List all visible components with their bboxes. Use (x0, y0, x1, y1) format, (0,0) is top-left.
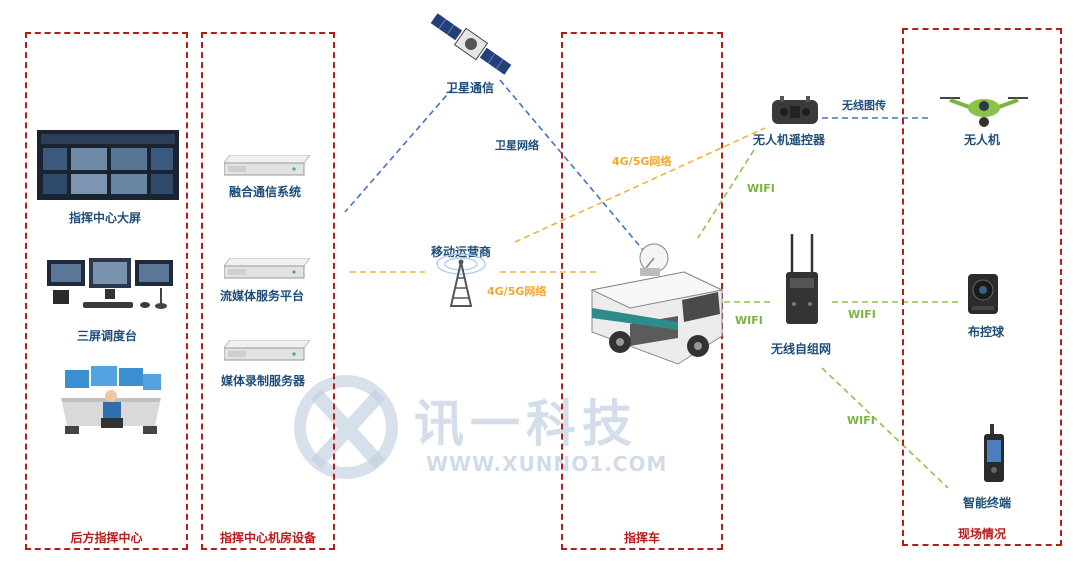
fusion-comm-server-icon (224, 155, 310, 176)
wifi-ptz-label: WIFI (848, 308, 876, 321)
ptz-camera-icon (968, 274, 998, 314)
mesh-to-terminal-wifi-link (821, 367, 949, 489)
net-4g5g-lower-label: 4G/5G网络 (487, 285, 547, 298)
zone-machine-room: 指挥中心机房设备 (201, 32, 335, 550)
net-4g5g-upper-label: 4G/5G网络 (612, 155, 672, 168)
wireless-image-label: 无线图传 (842, 99, 886, 112)
media-record-server-icon (224, 340, 310, 361)
zone-rear-command: 后方指挥中心 (25, 32, 188, 550)
zone-rear-command-label: 后方指挥中心 (70, 531, 143, 545)
command-vehicle-icon (590, 243, 724, 365)
ptz-ball-label: 布控球 (968, 325, 1005, 339)
satellite-to-fusion-link (344, 87, 454, 213)
watermark-logo-icon (294, 375, 398, 479)
operator-label: 移动运营商 (431, 245, 492, 259)
remote-to-vehicle-wifi-link (697, 149, 755, 239)
video-wall-icon (37, 130, 179, 200)
satellite-label: 卫星通信 (446, 81, 495, 95)
zone-field: 现场情况 (902, 28, 1062, 546)
drone-remote-label: 无人机遥控器 (753, 133, 826, 147)
terminal-label: 智能终端 (963, 496, 1012, 510)
media-record-label: 媒体录制服务器 (221, 374, 306, 388)
watermark-brand: 讯一科技 (414, 395, 638, 453)
watermark: 讯一科技 WWW.XUNNO1.COM (288, 372, 698, 482)
mesh-radio-icon (786, 234, 818, 324)
big-screen-label: 指挥中心大屏 (69, 211, 142, 225)
smart-terminal-icon (984, 424, 1004, 482)
operator-workstation-icon (61, 366, 161, 434)
watermark-url: WWW.XUNNO1.COM (426, 452, 668, 476)
zone-command-vehicle-label: 指挥车 (623, 531, 660, 545)
zone-machine-room-label: 指挥中心机房设备 (219, 531, 316, 545)
operator-to-drone-remote-link (514, 127, 766, 243)
wifi-terminal-label: WIFI (847, 414, 875, 427)
satellite-to-vehicle-link (499, 79, 644, 251)
mesh-label: 无线自组网 (771, 342, 832, 356)
cell-tower-icon (436, 253, 486, 307)
wifi-remote-label: WIFI (747, 182, 775, 195)
three-screen-label: 三屏调度台 (77, 329, 138, 343)
zone-field-label: 现场情况 (957, 527, 1006, 541)
satellite-icon (430, 13, 512, 75)
drone-remote-icon (772, 96, 818, 124)
fusion-comm-label: 融合通信系统 (229, 185, 302, 199)
stream-media-server-icon (224, 258, 310, 279)
satellite-network-label: 卫星网络 (495, 139, 539, 152)
drone-icon (940, 97, 1028, 127)
three-screen-console-icon (47, 258, 173, 309)
wifi-vehicle-label: WIFI (735, 314, 763, 327)
drone-label: 无人机 (964, 133, 1001, 147)
stream-media-label: 流媒体服务平台 (220, 289, 305, 303)
